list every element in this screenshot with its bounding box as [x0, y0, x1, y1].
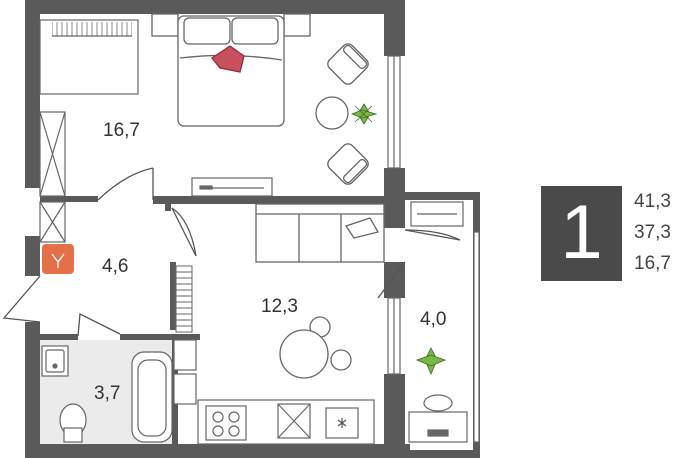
- tv-console: [191, 177, 273, 197]
- room-area-bedroom: 16,7: [103, 120, 140, 141]
- walls: [25, 0, 480, 458]
- room-area-bathroom: 3,7: [94, 383, 121, 404]
- area-summary: 41,3 37,3 16,7: [634, 186, 681, 279]
- bedroom-area: 16,7: [634, 253, 671, 274]
- room-area-hall: 4,6: [102, 256, 129, 277]
- total-area: 41,3: [634, 191, 671, 212]
- loggia-furniture: [408, 201, 468, 443]
- living-area: 37,3: [634, 222, 671, 243]
- wardrobe: [39, 19, 139, 243]
- bed: [151, 13, 311, 127]
- dining-table: [279, 316, 352, 379]
- kitchen: [197, 399, 375, 445]
- room-area-kitchen-living: 12,3: [261, 296, 298, 317]
- windows: [387, 55, 480, 443]
- bathroom-fixtures: [41, 339, 197, 443]
- doors: [2, 167, 461, 337]
- sofa: [255, 203, 385, 263]
- shelving: [175, 265, 193, 333]
- room-count: 1: [560, 190, 603, 275]
- boiler-icon: [42, 244, 74, 274]
- room-area-loggia: 4,0: [420, 309, 447, 330]
- bedroom-armchairs: [315, 43, 369, 185]
- room-count-badge: 1: [541, 186, 622, 281]
